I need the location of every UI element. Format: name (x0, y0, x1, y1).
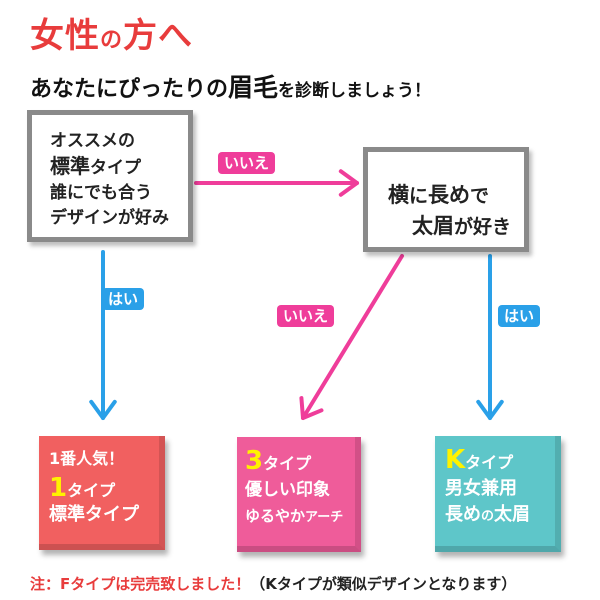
answer-yes-label-1: はい (102, 288, 145, 310)
question-box-standard: オススメの 標準タイプ 誰にでも合う デザインが好み (27, 110, 193, 242)
arrow-q1-yes-to-r1 (89, 250, 117, 420)
arrow-q2-yes-to-r3 (476, 254, 504, 420)
result-type-3: 3タイプ 優しい印象 ゆるやかアーチ (237, 437, 361, 552)
arrow-q1-no-to-q2 (194, 169, 359, 197)
result-type-k: Kタイプ 男女兼用 長めの太眉 (435, 436, 561, 552)
answer-no-label-1: いいえ (218, 152, 276, 174)
footer-note: 注：Fタイプは完売致しました！（Kタイプが類似デザインとなります） (30, 575, 517, 593)
arrow-q2-no-to-r2 (299, 254, 404, 420)
result-type-1: 1番人気！ 1タイプ 標準タイプ (39, 436, 165, 550)
answer-yes-label-2: はい (498, 305, 541, 327)
answer-no-label-2: いいえ (277, 305, 335, 327)
page-subtitle: あなたにぴったりの眉毛を診断しましょう！ (30, 73, 432, 102)
page-title: 女性の方へ (30, 16, 194, 56)
question-box-long-thick: 横に長めで 太眉が好き (363, 147, 529, 252)
